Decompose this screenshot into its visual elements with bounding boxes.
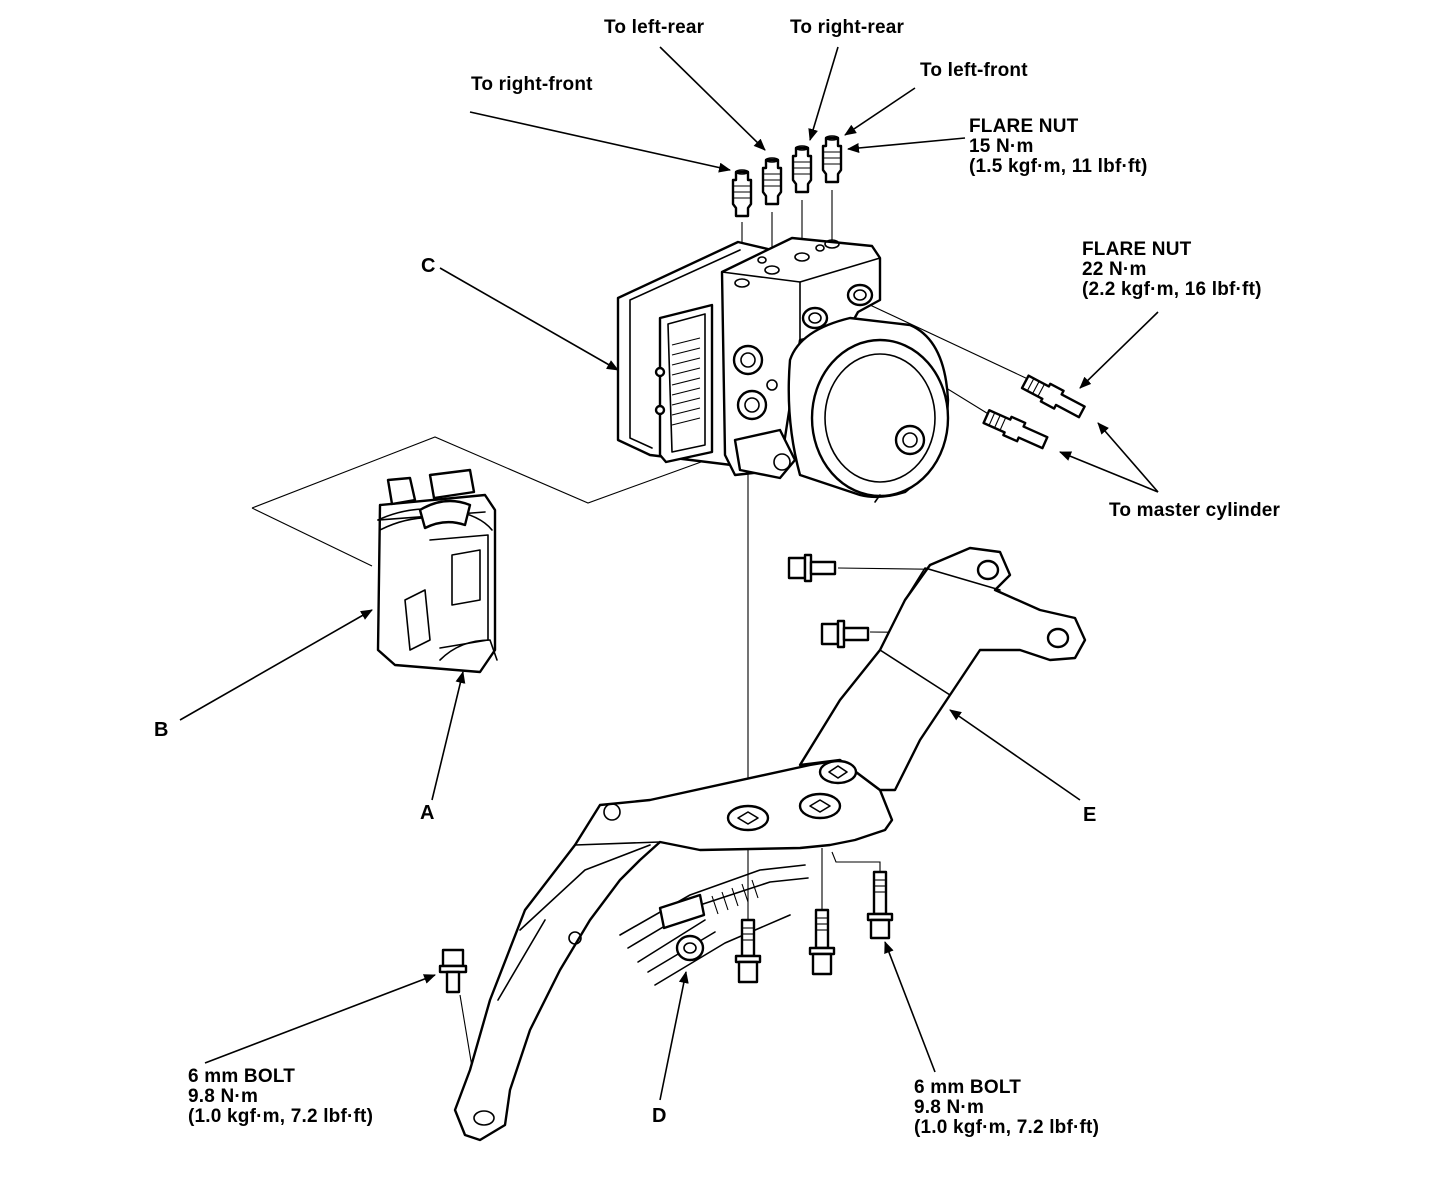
flare-nut-2-torque: 22 N·m [1082, 259, 1147, 280]
label-bolt-left: 6 mm BOLT 9.8 N·m (1.0 kgf·m, 7.2 lbf·ft… [188, 1067, 373, 1127]
label-to-right-rear: To right-rear [790, 17, 905, 38]
bolt-right-title: 6 mm BOLT [914, 1077, 1022, 1098]
bolt-left-title: 6 mm BOLT [188, 1066, 296, 1087]
leader-right-front [469, 111, 731, 173]
flare-nuts-master-cylinder [982, 374, 1086, 450]
label-to-left-rear: To left-rear [604, 17, 705, 38]
bolt-right-torque: 9.8 N·m [914, 1097, 985, 1118]
leader-left-front [844, 87, 916, 136]
label-flare-nut-2: FLARE NUT 22 N·m (2.2 kgf·m, 16 lbf·ft) [1082, 240, 1262, 300]
bolt-left-torque: 9.8 N·m [188, 1086, 259, 1107]
label-part-d: D [652, 1105, 667, 1127]
leader-left-rear [659, 46, 766, 151]
leader-bolt-left [204, 974, 436, 1064]
leader-part-a [431, 671, 466, 801]
bracket-side-bolts [787, 553, 870, 649]
leader-part-d [659, 971, 689, 1101]
flare-nuts-upper [731, 135, 843, 218]
flare-nut-2-title: FLARE NUT [1082, 239, 1192, 260]
wire-harness [619, 864, 809, 986]
abs-connector [376, 468, 498, 674]
label-bolt-right: 6 mm BOLT 9.8 N·m (1.0 kgf·m, 7.2 lbf·ft… [914, 1078, 1099, 1138]
leader-master-cyl-2 [1059, 451, 1159, 493]
leader-part-b [179, 609, 373, 721]
leader-lines [179, 46, 1159, 1101]
bolt-left-torque-alt: (1.0 kgf·m, 7.2 lbf·ft) [188, 1106, 374, 1127]
lower-bolts [438, 870, 894, 994]
label-to-master-cylinder: To master cylinder [1109, 500, 1281, 521]
label-to-left-front: To left-front [920, 60, 1028, 81]
flare-nut-1-torque-alt: (1.5 kgf·m, 11 lbf·ft) [969, 156, 1148, 177]
label-part-e: E [1083, 804, 1097, 826]
label-part-b: B [154, 719, 169, 741]
label-part-c: C [421, 255, 436, 277]
flare-nut-1-title: FLARE NUT [969, 116, 1079, 137]
leader-part-c [439, 267, 619, 371]
label-to-right-front: To right-front [471, 74, 593, 95]
label-flare-nut-1: FLARE NUT 15 N·m (1.5 kgf·m, 11 lbf·ft) [969, 117, 1148, 177]
leader-flare-nut-2 [1079, 311, 1159, 389]
leader-right-rear [808, 46, 839, 141]
abs-modulator-unit [616, 236, 950, 503]
leader-flare-nut-1 [847, 137, 966, 153]
label-part-a: A [420, 802, 435, 824]
leader-master-cyl-1 [1097, 422, 1159, 493]
modulator-bracket [453, 546, 1087, 1142]
bolt-right-torque-alt: (1.0 kgf·m, 7.2 lbf·ft) [914, 1117, 1100, 1138]
leader-bolt-right [884, 941, 936, 1073]
flare-nut-2-torque-alt: (2.2 kgf·m, 16 lbf·ft) [1082, 279, 1262, 300]
leader-part-e [949, 709, 1081, 801]
flare-nut-1-torque: 15 N·m [969, 136, 1034, 157]
